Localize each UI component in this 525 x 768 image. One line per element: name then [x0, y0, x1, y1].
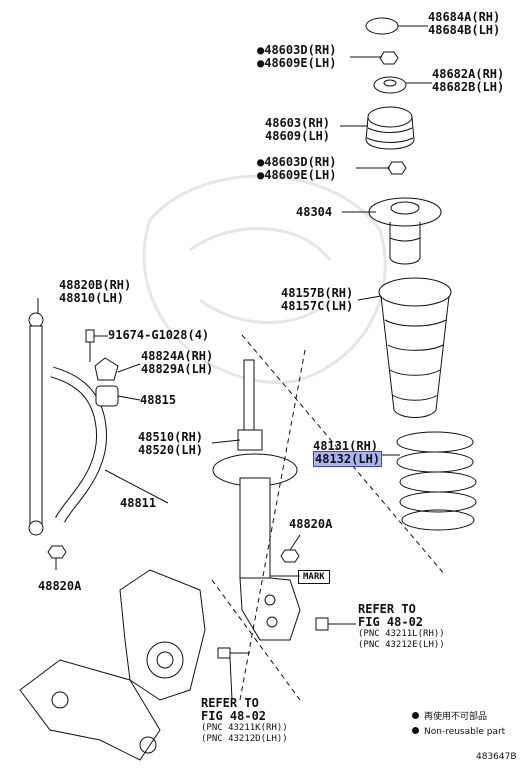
figure-id: 483647B [476, 752, 517, 762]
bearing-48682 [373, 76, 407, 94]
refer-to-left: REFER TO FIG 48-02 (PNC 43211K(RH)) (PNC… [201, 696, 288, 745]
stabilizer-link-48820B [28, 312, 44, 536]
lower-arm [19, 659, 161, 761]
label-48603D-top: ●48603D(RH)●48609E(LH) [257, 43, 337, 70]
label-48157: 48157B(RH)48157C(LH) [281, 286, 354, 313]
label-48131: 48131(RH) 48132(LH) [313, 439, 383, 467]
legend-jp: 再使用不可部品 [412, 712, 487, 723]
spring-48131 [396, 431, 477, 531]
bolt-91674 [85, 329, 95, 362]
label-91674: 91674-G1028(4) [108, 328, 210, 342]
steering-knuckle [119, 569, 206, 701]
label-48820A-right: 48820A [289, 517, 333, 531]
label-48603: 48603(RH)48609(LH) [265, 116, 331, 143]
bolt-knuckle-right [315, 617, 356, 631]
label-48603D-mid: ●48603D(RH)●48609E(LH) [257, 155, 337, 182]
strut-48510 [212, 359, 301, 641]
nut-48603D-top [379, 51, 399, 65]
leader-lines [37, 25, 432, 701]
stabilizer-bar-48811 [50, 366, 108, 523]
nut-48603D-mid [387, 161, 407, 175]
label-48820B: 48820B(RH)48810(LH) [59, 278, 132, 305]
boot-48157 [378, 277, 452, 418]
mark-box: MARK [298, 570, 330, 584]
nut-48820A-right [280, 549, 300, 563]
refer-to-right: REFER TO FIG 48-02 (PNC 43211L(RH)) (PNC… [358, 602, 445, 651]
label-48682: 48682A(RH)48682B(LH) [432, 67, 505, 94]
bracket-48824 [94, 357, 119, 381]
label-48684: 48684A(RH)48684B(LH) [428, 10, 501, 37]
label-48824: 48824A(RH)48829A(LH) [141, 349, 214, 376]
cap-48684 [365, 17, 399, 35]
non-reusable-dot-icon [412, 712, 419, 719]
bolt-knuckle-lower [217, 647, 250, 659]
non-reusable-dot-icon [412, 727, 419, 734]
label-48811: 48811 [120, 496, 157, 510]
label-48820A-left: 48820A [38, 579, 82, 593]
legend-en: Non-reusable part [412, 727, 505, 738]
label-48132-highlight[interactable]: 48132(LH) [313, 451, 383, 467]
watermark-logo [142, 174, 387, 385]
bushing-48815 [95, 385, 119, 407]
label-48510: 48510(RH)48520(LH) [138, 430, 204, 457]
support-48603 [365, 106, 415, 150]
label-48815: 48815 [140, 393, 177, 407]
nut-48820A-left [47, 545, 67, 559]
label-48304: 48304 [296, 205, 333, 219]
